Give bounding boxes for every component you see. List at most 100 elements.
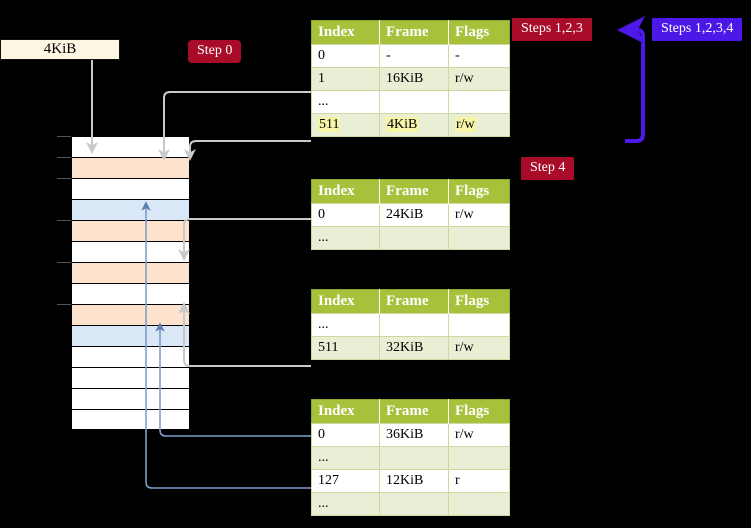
cell-flags: r bbox=[448, 469, 510, 493]
cell-flags: r/w bbox=[448, 203, 510, 227]
table-row: ... bbox=[311, 226, 510, 250]
badge-step-0-label: Step 0 bbox=[188, 40, 242, 63]
badge-step-4-label: Step 4 bbox=[521, 157, 575, 180]
table-row: ... bbox=[311, 446, 510, 470]
cell-flags: r/w bbox=[448, 336, 510, 360]
memory-frame-box: 4KiB bbox=[0, 39, 120, 60]
column-header-index: Index bbox=[311, 179, 380, 204]
column-header-index: Index bbox=[311, 289, 380, 314]
badge-steps-1234: Steps 1,2,3,4 bbox=[652, 18, 743, 41]
cell-index: ... bbox=[311, 90, 380, 114]
highlighted-value: r/w bbox=[455, 117, 476, 132]
memory-frame-row bbox=[71, 241, 190, 262]
memory-frame-label: 4KiB bbox=[43, 41, 77, 57]
cell-frame: 4KiB bbox=[379, 113, 449, 137]
cell-flags bbox=[448, 492, 510, 516]
column-header-frame: Frame bbox=[379, 20, 449, 45]
memory-address-tick bbox=[57, 304, 71, 305]
highlighted-value: 511 bbox=[318, 117, 341, 132]
cell-frame bbox=[379, 492, 449, 516]
memory-address-tick bbox=[57, 157, 71, 158]
memory-frame-row bbox=[71, 220, 190, 241]
memory-address-tick bbox=[57, 262, 71, 263]
memory-frame-row bbox=[71, 178, 190, 199]
table-row: ... bbox=[311, 313, 510, 337]
memory-frame-row bbox=[71, 283, 190, 304]
cell-flags bbox=[448, 313, 510, 337]
cell-index: ... bbox=[311, 313, 380, 337]
cell-index: 511 bbox=[311, 336, 380, 360]
cell-flags: - bbox=[448, 44, 510, 68]
cell-frame: - bbox=[379, 44, 449, 68]
cell-frame: 16KiB bbox=[379, 67, 449, 91]
cell-flags: r/w bbox=[448, 113, 510, 137]
cell-index: ... bbox=[311, 226, 380, 250]
cell-index: ... bbox=[311, 492, 380, 516]
column-header-frame: Frame bbox=[379, 179, 449, 204]
cell-frame: 12KiB bbox=[379, 469, 449, 493]
memory-frame-row bbox=[71, 346, 190, 367]
cell-index: 0 bbox=[311, 203, 380, 227]
column-header-flags: Flags bbox=[448, 20, 510, 45]
column-header-frame: Frame bbox=[379, 399, 449, 424]
highlighted-value: 4KiB bbox=[386, 117, 419, 132]
cell-frame: 32KiB bbox=[379, 336, 449, 360]
cell-frame bbox=[379, 313, 449, 337]
physical-memory-column bbox=[57, 136, 190, 430]
memory-frame-row bbox=[71, 325, 190, 346]
column-header-index: Index bbox=[311, 399, 380, 424]
table-row: ... bbox=[311, 492, 510, 516]
cell-flags: r/w bbox=[448, 67, 510, 91]
table-row: ... bbox=[311, 90, 510, 114]
cell-index: 0 bbox=[311, 44, 380, 68]
badge-steps-123: Steps 1,2,3 bbox=[512, 18, 592, 41]
cell-index: 127 bbox=[311, 469, 380, 493]
cell-flags: r/w bbox=[448, 423, 510, 447]
arrow-pd-entry-to-memory bbox=[178, 302, 311, 367]
column-header-frame: Frame bbox=[379, 289, 449, 314]
memory-frame-row bbox=[71, 157, 190, 178]
cell-index: 0 bbox=[311, 423, 380, 447]
memory-frame-row bbox=[71, 304, 190, 325]
memory-frame-row bbox=[71, 409, 190, 430]
badge-step-0: Step 0 bbox=[188, 40, 242, 63]
memory-frame-row bbox=[71, 367, 190, 388]
table-row: 0-- bbox=[311, 44, 510, 68]
cell-flags bbox=[448, 226, 510, 250]
memory-frame-row bbox=[71, 199, 190, 220]
column-header-flags: Flags bbox=[448, 179, 510, 204]
column-header-index: Index bbox=[311, 20, 380, 45]
memory-address-tick bbox=[57, 178, 71, 179]
badge-step-4: Step 4 bbox=[521, 157, 575, 180]
column-header-flags: Flags bbox=[448, 289, 510, 314]
cell-frame: 36KiB bbox=[379, 423, 449, 447]
table-row: 511 4KiB r/w bbox=[311, 113, 510, 137]
cell-index: 511 bbox=[311, 113, 380, 137]
cell-frame bbox=[379, 90, 449, 114]
cell-frame: 24KiB bbox=[379, 203, 449, 227]
column-header-flags: Flags bbox=[448, 399, 510, 424]
cell-flags bbox=[448, 90, 510, 114]
cell-index: ... bbox=[311, 446, 380, 470]
arrow-memframe-to-pdpt bbox=[184, 140, 311, 161]
memory-frame-row bbox=[71, 388, 190, 409]
cell-frame bbox=[379, 226, 449, 250]
arrow-steps-loop bbox=[617, 16, 645, 143]
memory-frame-row bbox=[71, 262, 190, 283]
arrow-pdpt-entry-to-memory bbox=[178, 218, 311, 261]
cell-frame bbox=[379, 446, 449, 470]
badge-steps-123-label: Steps 1,2,3 bbox=[512, 18, 592, 41]
